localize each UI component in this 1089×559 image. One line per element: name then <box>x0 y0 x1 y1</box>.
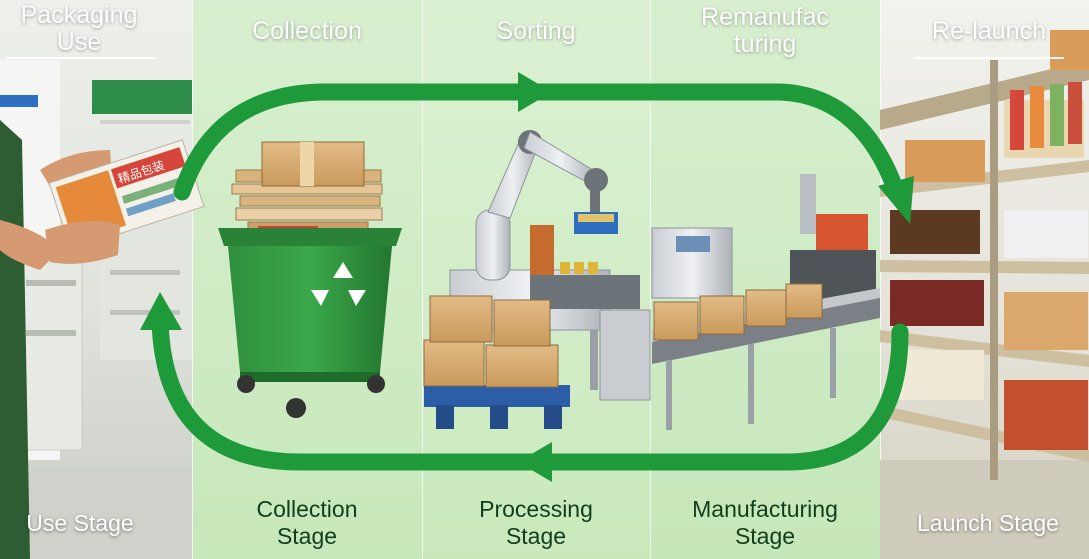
recycling-bin <box>218 141 402 418</box>
launch-stage-label: Launch Stage <box>917 510 1059 536</box>
supermarket-shelves <box>880 30 1089 559</box>
title-underline <box>6 57 156 59</box>
conveyor-line <box>651 174 880 430</box>
arrow-head-down-icon <box>878 176 914 224</box>
sorting-top-label: Sorting <box>496 17 576 45</box>
panel-divider <box>880 0 881 559</box>
arrow-heads <box>140 72 914 482</box>
arrow-head-left-icon <box>518 442 552 482</box>
panel-divider <box>422 0 423 559</box>
panel-divider <box>650 0 651 559</box>
arrow-head-right-icon <box>518 72 552 112</box>
collection-top-label: Collection <box>252 17 362 45</box>
title-underline <box>914 57 1064 59</box>
pallet-of-boxes <box>423 295 570 429</box>
panel-divider <box>192 0 193 559</box>
use-stage-label: Use Stage <box>26 510 134 536</box>
person-holding-package: 精品包装 <box>0 120 205 559</box>
recycle-icon <box>311 262 366 306</box>
store-background <box>0 60 192 559</box>
relaunch-top-label: Re-launch <box>932 17 1046 45</box>
arrow-head-up-icon <box>140 292 182 330</box>
